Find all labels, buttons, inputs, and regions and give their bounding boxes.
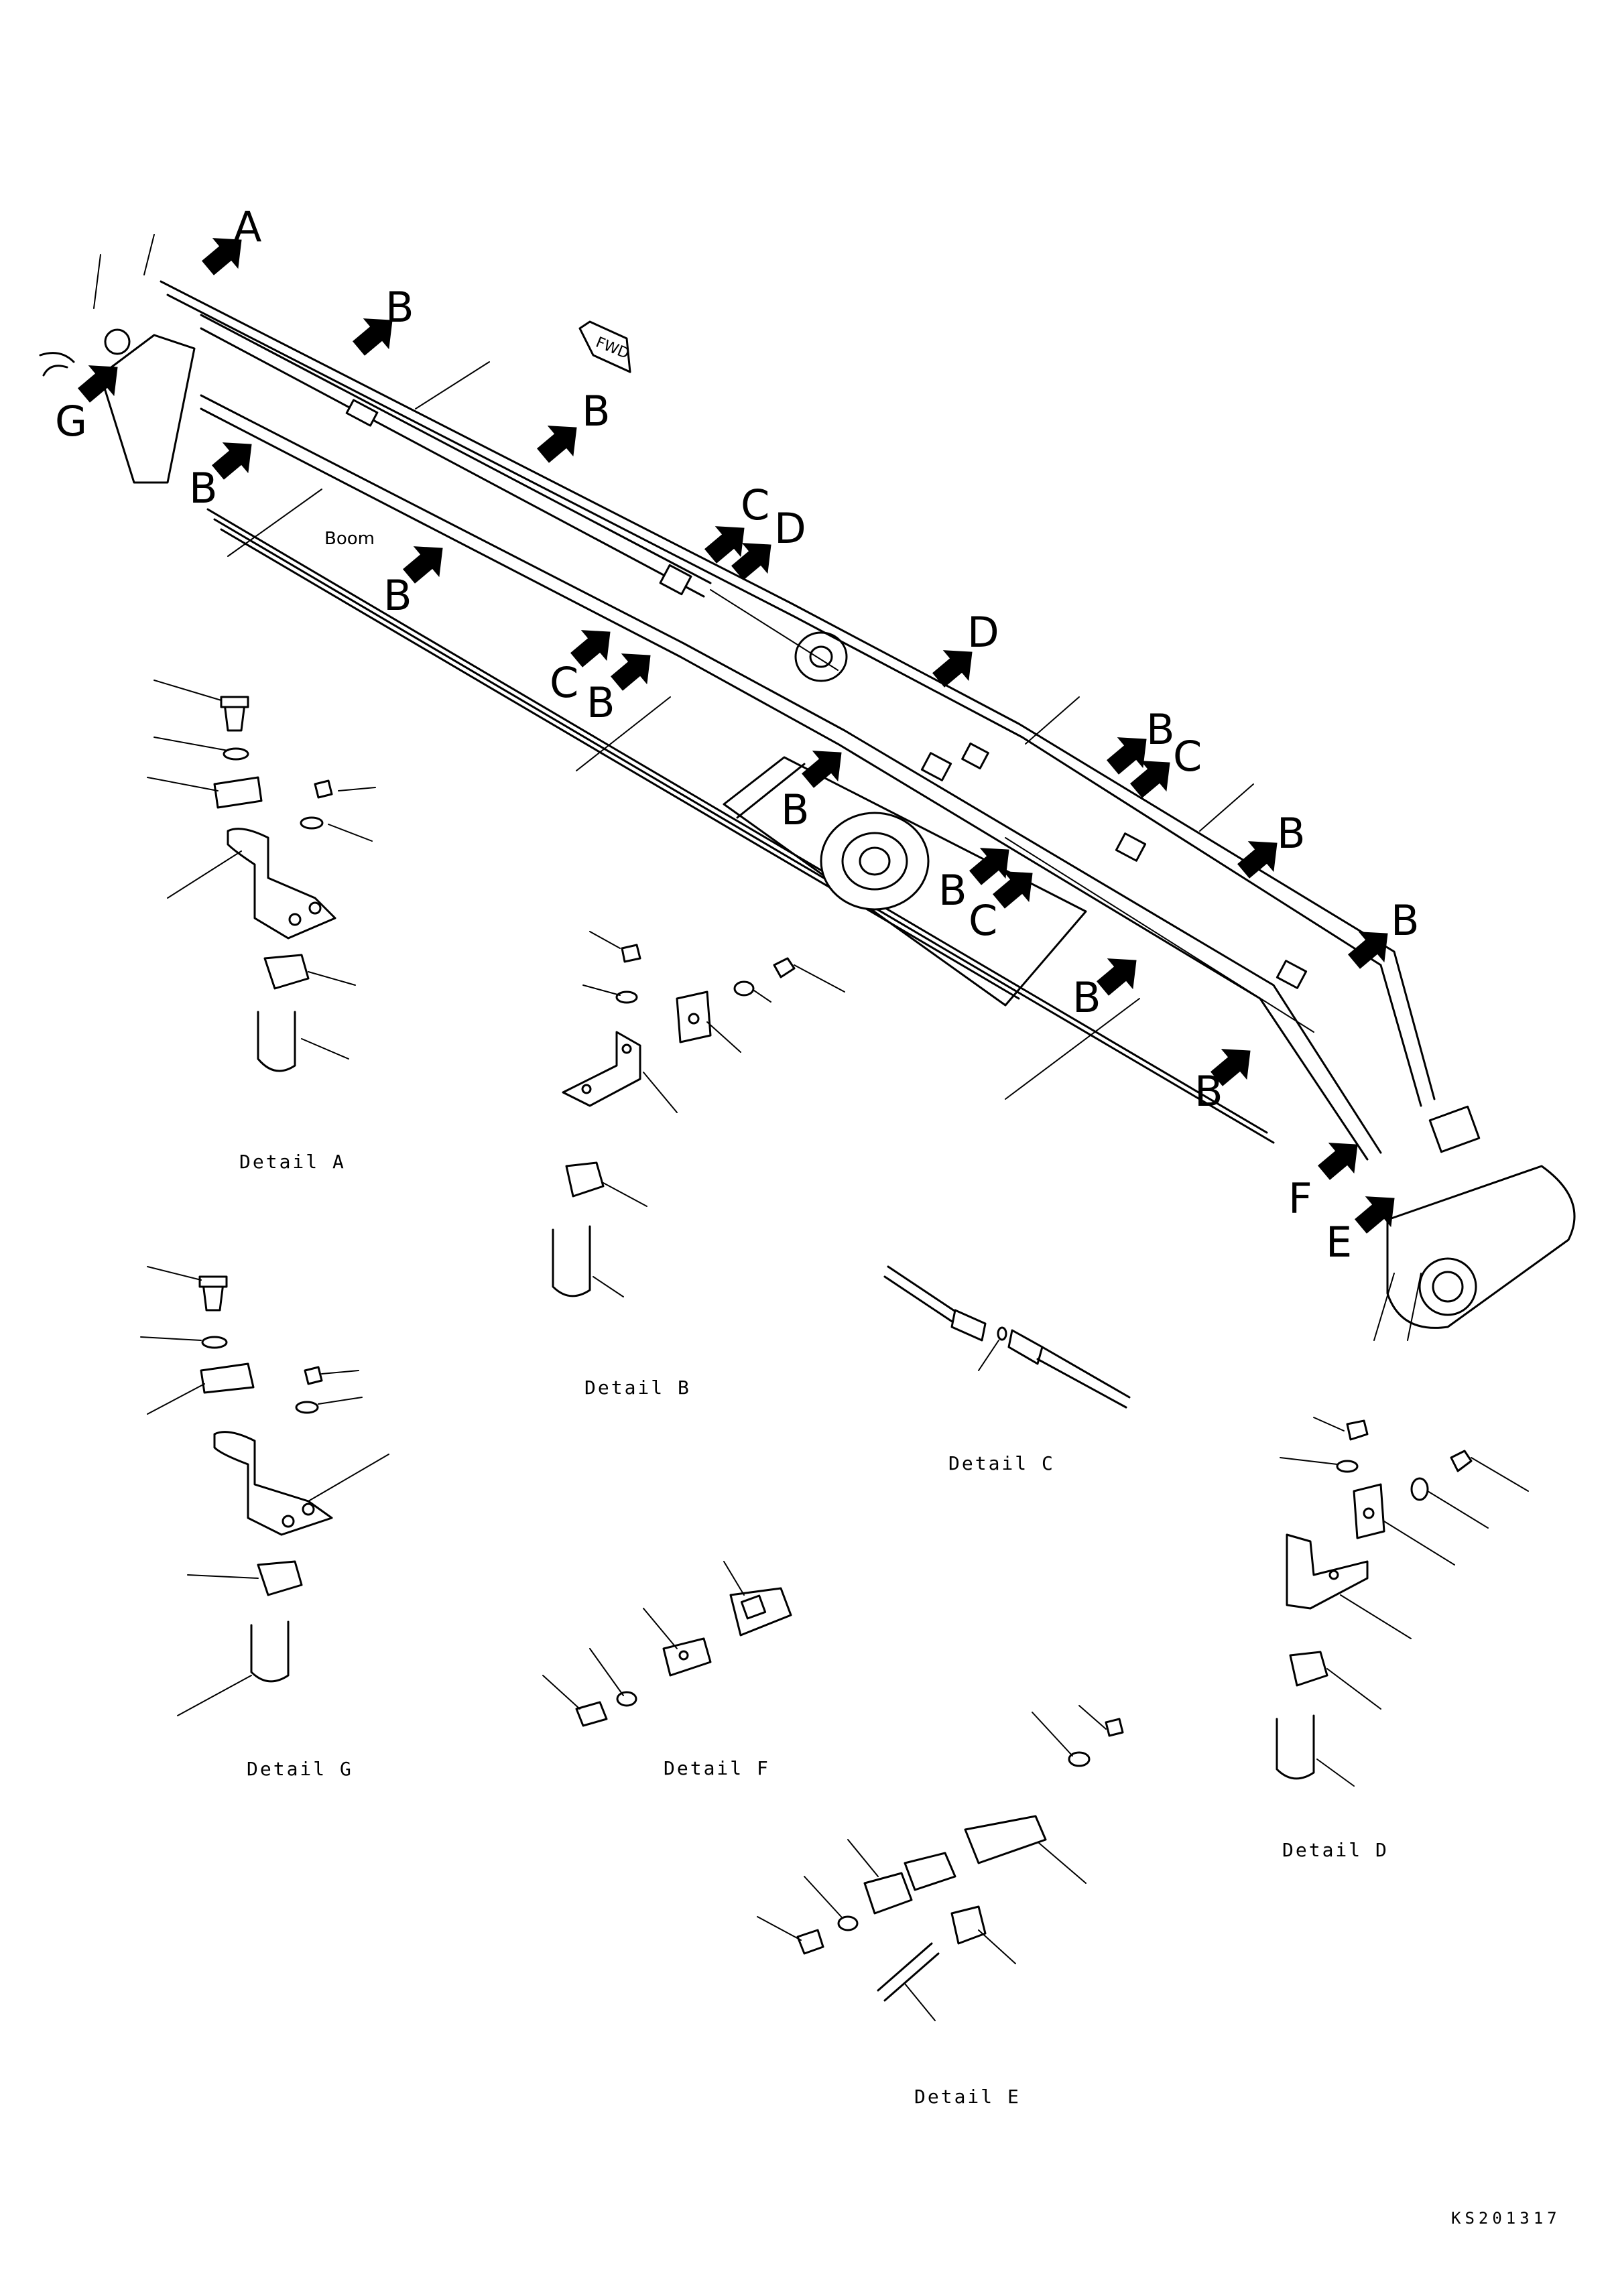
callout-d2: D xyxy=(967,608,999,657)
detail-f-drawing xyxy=(542,1561,792,1727)
callout-d1: D xyxy=(774,504,806,553)
detail-c-caption: Detail C xyxy=(948,1452,1055,1474)
detail-a-drawing xyxy=(147,680,376,1072)
callout-letters: A B B B B C D C B D B B C B C B B B B F … xyxy=(55,202,1420,1267)
callout-f: F xyxy=(1288,1174,1312,1223)
arrow-b2 xyxy=(530,411,590,471)
callout-b12: B xyxy=(1194,1067,1223,1116)
boom-assembly xyxy=(39,234,1576,1341)
callout-c2: C xyxy=(550,658,578,707)
callout-c3: C xyxy=(1173,732,1202,781)
detail-b-caption: Detail B xyxy=(584,1377,691,1399)
fwd-indicator: FWD xyxy=(578,320,631,373)
callout-g: G xyxy=(55,397,87,446)
callout-b2: B xyxy=(582,387,611,436)
callout-a: A xyxy=(233,202,261,251)
callout-c1: C xyxy=(741,481,769,529)
callout-b5: B xyxy=(586,678,615,727)
detail-d-caption: Detail D xyxy=(1282,1839,1389,1861)
detail-d-drawing xyxy=(1276,1417,1529,1787)
callout-b4: B xyxy=(383,571,412,620)
callout-b6: B xyxy=(781,785,810,834)
callout-b8: B xyxy=(938,866,967,915)
detail-g-caption: Detail G xyxy=(247,1758,353,1780)
callout-b7: B xyxy=(1146,705,1175,754)
callout-c4: C xyxy=(969,896,997,945)
callout-b9: B xyxy=(1277,809,1306,858)
callout-e: E xyxy=(1326,1218,1352,1267)
detail-f-caption: Detail F xyxy=(664,1757,770,1779)
boom-label: Boom xyxy=(324,529,375,549)
detail-e-drawing xyxy=(757,1705,1124,2021)
arrow-f xyxy=(1310,1129,1371,1188)
detail-c-drawing xyxy=(883,1265,1131,1409)
detail-e-caption: Detail E xyxy=(914,2086,1021,2108)
drawing-id: KS201317 xyxy=(1451,2209,1561,2228)
callout-b1: B xyxy=(385,283,414,332)
callout-b10: B xyxy=(1391,896,1420,945)
detail-b-drawing xyxy=(552,931,845,1297)
callout-b3: B xyxy=(189,464,218,513)
callout-b11: B xyxy=(1072,973,1101,1022)
detail-a-caption: Detail A xyxy=(239,1151,346,1173)
detail-g-drawing xyxy=(140,1266,389,1716)
